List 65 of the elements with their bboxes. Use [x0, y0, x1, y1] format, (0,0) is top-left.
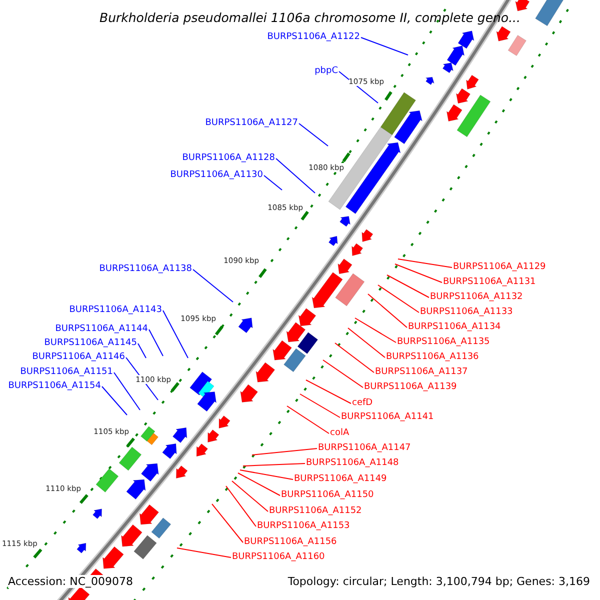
gene-label: BURPS1106A_A1135: [397, 337, 490, 348]
gene-label: BURPS1106A_A1146: [32, 352, 125, 363]
gene-label: BURPS1106A_A1134: [408, 322, 501, 333]
gene-label: BURPS1106A_A1153: [257, 521, 350, 532]
leader-line: [138, 343, 146, 358]
gene-label: cefD: [352, 398, 373, 409]
leader-line: [114, 372, 140, 410]
title: Burkholderia pseudomallei 1106a chromosome II, complete geno...: [98, 10, 522, 25]
leader-line: [276, 158, 316, 194]
gene-label: BURPS1106A_A1160: [232, 552, 325, 563]
gene-label: colA: [330, 428, 350, 439]
gene-label: BURPS1106A_A1147: [318, 443, 411, 454]
gene-label: BURPS1106A_A1128: [182, 153, 275, 164]
gene-label: BURPS1106A_A1145: [44, 338, 137, 349]
gene-label: BURPS1106A_A1139: [364, 382, 457, 393]
leader-line: [298, 123, 328, 146]
leader-line: [192, 269, 234, 302]
gene-label: BURPS1106A_A1154: [8, 381, 101, 392]
leader-line: [348, 328, 386, 358]
gene-label: BURPS1106A_A1151: [20, 367, 113, 378]
leader-line: [226, 486, 256, 527]
leader-line: [300, 394, 340, 418]
leader-line: [306, 380, 352, 404]
leader-line: [102, 386, 128, 416]
gene-label: BURPS1106A_A1149: [294, 474, 387, 485]
gene-label: BURPS1106A_A1130: [170, 170, 263, 181]
gene-label: pbpC: [314, 66, 338, 77]
leader-line: [378, 284, 420, 313]
gene-label: BURPS1106A_A1122: [267, 32, 360, 43]
leader-line: [238, 472, 280, 496]
gene-label: BURPS1106A_A1136: [386, 352, 479, 363]
leader-line: [354, 318, 396, 343]
leader-line: [322, 360, 364, 388]
leader-line: [264, 175, 282, 190]
gene-label: BURPS1106A_A1141: [341, 412, 434, 423]
gene-label: BURPS1106A_A1137: [375, 367, 468, 378]
gene-label: BURPS1106A_A1127: [205, 118, 298, 129]
gene-label: BURPS1106A_A1156: [244, 537, 337, 548]
leader-line: [398, 258, 452, 268]
gene-label: BURPS1106A_A1150: [281, 490, 374, 501]
gene-label: BURPS1106A_A1131: [443, 277, 536, 288]
leader-line: [252, 448, 318, 456]
gene-label: BURPS1106A_A1152: [269, 506, 362, 517]
leader-line: [394, 264, 442, 283]
leader-line: [240, 470, 294, 480]
leader-line: [176, 548, 232, 558]
leader-line: [212, 504, 244, 543]
leader-line: [334, 342, 374, 373]
leader-line: [360, 37, 408, 56]
gene-label: BURPS1106A_A1129: [453, 262, 546, 273]
genome-info-text: Topology: circular; Length: 3,100,794 bp; Genes: 3,169: [288, 575, 590, 588]
accession-text: Accession: NC_009078: [8, 575, 134, 588]
leader-line: [242, 463, 306, 466]
gene-label: BURPS1106A_A1143: [69, 305, 162, 316]
leader-line: [232, 480, 268, 512]
gene-label: BURPS1106A_A1133: [420, 307, 513, 318]
leader-line: [286, 406, 330, 434]
leader-line: [162, 310, 188, 358]
gene-label: BURPS1106A_A1132: [430, 292, 523, 303]
gene-label: BURPS1106A_A1148: [306, 458, 399, 469]
gene-label: BURPS1106A_A1144: [55, 324, 148, 335]
gene-label: BURPS1106A_A1138: [99, 264, 192, 275]
leader-line: [368, 294, 408, 328]
leader-line: [386, 274, 430, 298]
leader-line: [148, 329, 164, 356]
